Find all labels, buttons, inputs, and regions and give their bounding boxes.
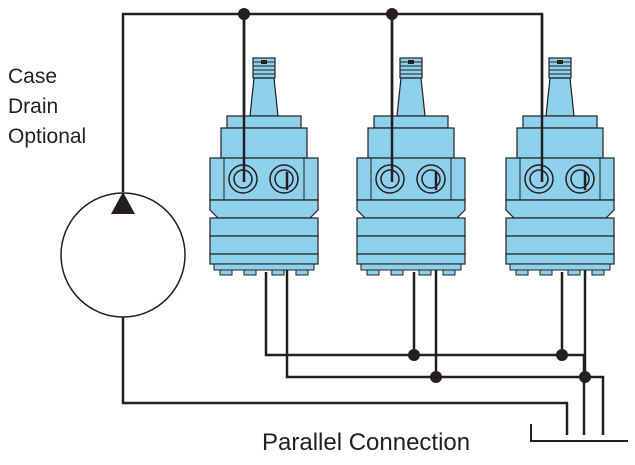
- inlet-taps: [242, 14, 587, 190]
- motor-3: [505, 57, 615, 276]
- case-drain-line: [530, 424, 628, 442]
- case-drain-line-1: Case: [8, 65, 58, 88]
- pump-symbol: [60, 192, 186, 318]
- pump-return-line: [121, 317, 569, 435]
- supply-line: [121, 12, 544, 192]
- motor-1: [209, 57, 319, 276]
- case-drain-label: Case Drain Optional: [8, 62, 86, 152]
- pump-arrow-icon: [111, 192, 135, 214]
- junction-dot: [408, 349, 420, 361]
- case-drain-line-2: Drain: [8, 95, 59, 118]
- junction-dot: [430, 371, 442, 383]
- motor-2: [356, 57, 466, 276]
- junction-dot: [556, 349, 568, 361]
- diagram-caption: Parallel Connection: [262, 429, 471, 456]
- junction-dot: [579, 371, 591, 383]
- outlet-line-a: [264, 272, 586, 435]
- case-drain-line-3: Optional: [8, 125, 87, 148]
